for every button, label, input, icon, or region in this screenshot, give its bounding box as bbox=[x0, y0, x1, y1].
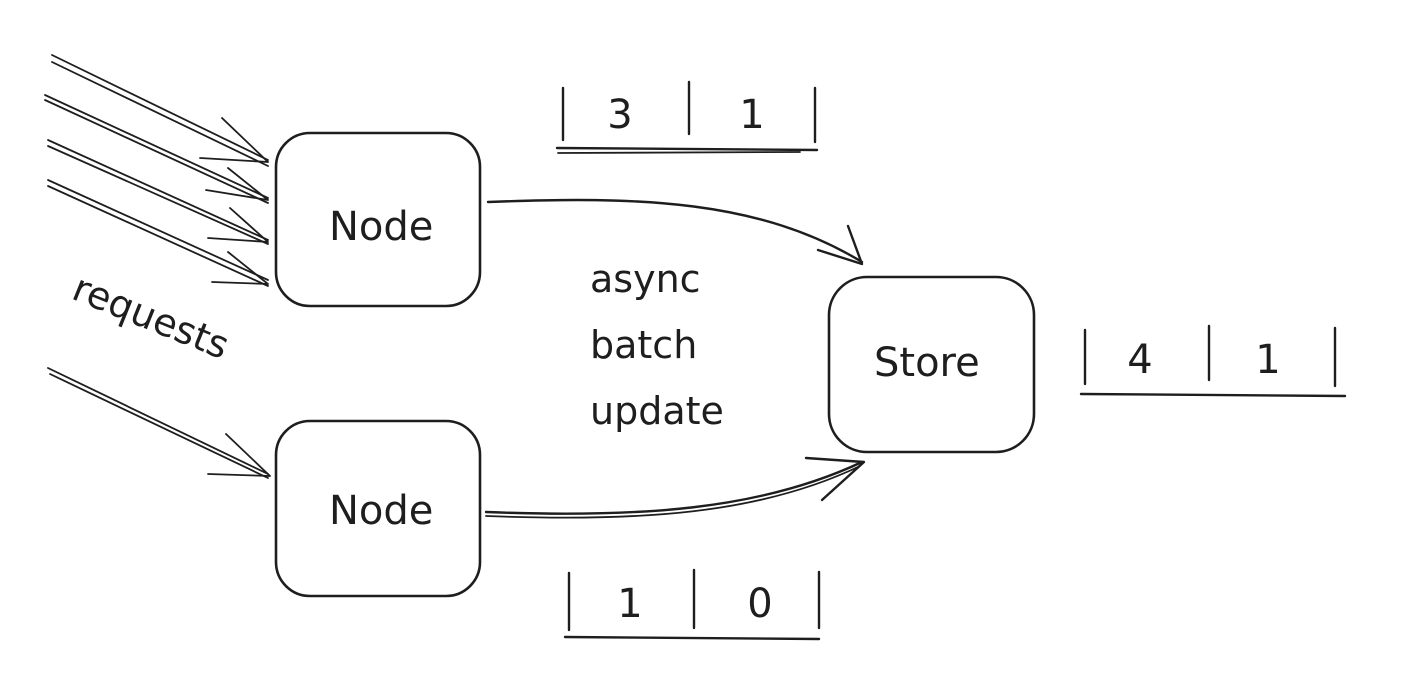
node-bottom-box[interactable] bbox=[274, 419, 482, 598]
counter-store: 4 1 bbox=[1079, 324, 1347, 398]
counter-node-bottom-cell-2: 0 bbox=[747, 581, 772, 627]
process-label-line3: update bbox=[590, 389, 724, 433]
node-top-box[interactable] bbox=[274, 131, 482, 308]
arrow-node-top-to-store bbox=[486, 198, 864, 266]
request-arrows-top bbox=[44, 54, 269, 287]
store-box[interactable] bbox=[827, 275, 1036, 454]
node-top-label: Node bbox=[329, 204, 433, 250]
process-label-line2: batch bbox=[590, 323, 697, 367]
store-label: Store bbox=[874, 340, 980, 386]
counter-store-cell-1: 4 bbox=[1127, 337, 1152, 383]
counter-store-cell-2: 1 bbox=[1255, 337, 1280, 383]
request-arrow-bottom bbox=[47, 367, 271, 479]
counter-node-bottom: 1 0 bbox=[563, 568, 821, 641]
counter-node-bottom-cell-1: 1 bbox=[617, 581, 642, 627]
node-bottom-label: Node bbox=[329, 488, 433, 534]
arrow-node-bottom-to-store bbox=[484, 456, 866, 519]
counter-node-top-cell-2: 1 bbox=[739, 92, 764, 138]
requests-label: requests bbox=[67, 266, 236, 368]
counter-node-top-cell-1: 3 bbox=[607, 92, 632, 138]
counter-node-top: 3 1 bbox=[555, 80, 819, 154]
process-label-line1: async bbox=[590, 257, 701, 301]
